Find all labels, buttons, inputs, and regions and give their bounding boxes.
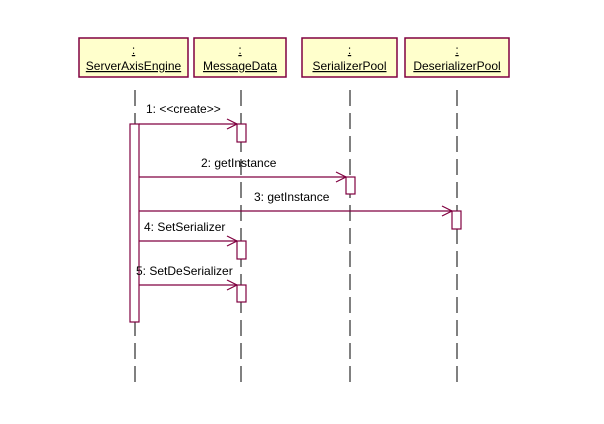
object-box — [78, 37, 189, 78]
message-label: 2: getInstance — [201, 156, 277, 170]
message-label: 3: getInstance — [254, 190, 330, 204]
activation-deserializer-pool — [451, 210, 462, 230]
activation-message-data-5 — [236, 284, 247, 303]
arrowhead-icon — [226, 118, 239, 130]
object-prefix: : — [348, 43, 351, 57]
arrowhead-icon — [335, 171, 348, 183]
message-1-create[interactable]: 1: <<create>> — [139, 102, 239, 130]
object-server-axis-engine[interactable]: : ServerAxisEngine — [78, 37, 189, 78]
object-serializer-pool[interactable]: : SerializerPool — [301, 37, 398, 78]
message-4-set-serializer[interactable]: 4: SetSerializer — [139, 220, 239, 247]
object-prefix: : — [132, 43, 135, 57]
activation-message-data-4 — [236, 240, 247, 260]
object-name: DeserializerPool — [413, 59, 500, 73]
object-box — [193, 37, 287, 78]
object-name: MessageData — [203, 59, 277, 73]
object-prefix: : — [455, 43, 458, 57]
message-5-set-deserializer[interactable]: 5: SetDeSerializer — [136, 264, 239, 291]
message-2-get-instance[interactable]: 2: getInstance — [139, 156, 348, 183]
message-label: 1: <<create>> — [146, 102, 221, 116]
message-label: 4: SetSerializer — [144, 220, 225, 234]
object-name: ServerAxisEngine — [86, 59, 182, 73]
message-label: 5: SetDeSerializer — [136, 264, 233, 278]
object-box — [301, 37, 398, 78]
activation-serializer-pool — [345, 176, 356, 195]
message-3-get-instance[interactable]: 3: getInstance — [139, 190, 454, 217]
arrowhead-icon — [226, 279, 239, 291]
arrowhead-icon — [226, 235, 239, 247]
activation-message-data-1 — [236, 123, 247, 143]
arrowhead-icon — [441, 205, 454, 217]
object-message-data[interactable]: : MessageData — [193, 37, 287, 78]
object-box — [404, 37, 510, 78]
object-name: SerializerPool — [312, 59, 386, 73]
object-deserializer-pool[interactable]: : DeserializerPool — [404, 37, 510, 78]
object-prefix: : — [238, 43, 241, 57]
activation-server-axis-engine — [129, 123, 140, 323]
